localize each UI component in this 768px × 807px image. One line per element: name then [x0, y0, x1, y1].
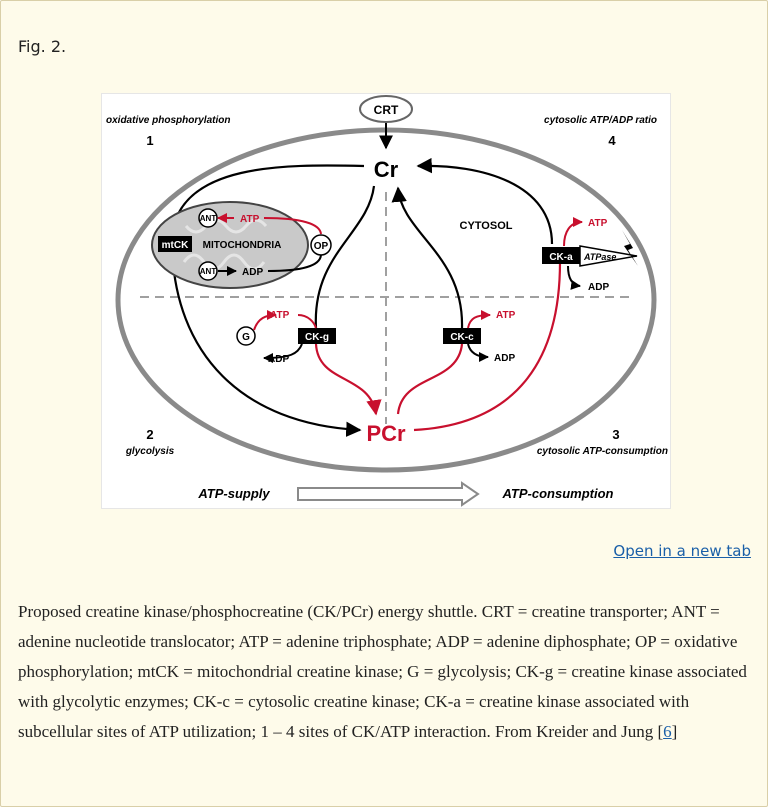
- cr-to-mito-path: [170, 164, 365, 235]
- atp-c-arrow: [467, 310, 491, 329]
- mtck-label: mtCK: [162, 240, 189, 251]
- adp-to-op-path: [267, 254, 322, 272]
- figure-image: CRT Cr PCr mtC: [101, 93, 671, 509]
- op-label: OP: [314, 241, 329, 252]
- op-to-atp-path: [263, 217, 322, 235]
- ckg-box: [298, 328, 336, 344]
- atp-a-arrow: [563, 217, 583, 247]
- g-label: G: [242, 332, 250, 343]
- mitochondria-label: MITOCHONDRIA: [203, 240, 282, 251]
- quadrant-3-number: 3: [612, 427, 619, 442]
- cr-to-ckg-path: [314, 185, 376, 329]
- adp-a-arrow: [567, 265, 581, 290]
- atp-c-label: ATP: [496, 310, 516, 321]
- quadrant-2-number: 2: [146, 427, 153, 442]
- atp-g-path: [297, 314, 317, 329]
- atp-supply-label: ATP-supply: [197, 486, 270, 501]
- g-node: [236, 326, 256, 346]
- ant-bottom-label: ANT: [200, 267, 217, 276]
- open-in-new-tab-link[interactable]: Open in a new tab: [613, 542, 751, 560]
- ckc-to-cr-arrow: [391, 186, 464, 329]
- atp-consumption-label: ATP-consumption: [502, 486, 614, 501]
- pcr-to-ckc-path: [396, 343, 464, 415]
- quadrant-4-label: cytosolic ATP/ADP ratio: [544, 115, 657, 126]
- crt-node: [359, 95, 413, 123]
- cr-label: Cr: [374, 157, 399, 182]
- ckg-to-pcr-arrow: [314, 343, 382, 416]
- quadrant-1-label: oxidative phosphorylation: [106, 115, 230, 126]
- figure-label: Fig. 2.: [18, 37, 67, 56]
- ant-top-label: ANT: [200, 214, 217, 223]
- ckc-box: [443, 328, 481, 344]
- cka-box: [542, 247, 580, 264]
- adp-mito-label: ADP: [242, 267, 263, 278]
- mitochondria: [151, 201, 309, 289]
- mtck-box: [158, 236, 192, 252]
- quadrant-3-label: cytosolic ATP-consumption: [537, 446, 668, 457]
- cka-to-cr-arrow: [416, 157, 554, 245]
- supply-to-consumption-arrow: [297, 481, 480, 507]
- g-to-atp-arrow: [253, 310, 277, 331]
- atp-g-label: ATP: [270, 310, 290, 321]
- reference-link[interactable]: 6: [663, 722, 672, 741]
- adp-c-arrow: [467, 343, 489, 362]
- ckc-label: CK-c: [450, 332, 474, 343]
- quadrant-2-label: glycolysis: [125, 446, 175, 457]
- atp-mito-label: ATP: [240, 214, 260, 225]
- mtck-to-pcr-arrow: [170, 243, 362, 437]
- adp-g-label: ADP: [268, 354, 289, 365]
- adp-c-label: ADP: [494, 353, 515, 364]
- caption-tail: ]: [671, 722, 678, 741]
- cka-label: CK-a: [549, 252, 573, 263]
- atpase-label: ATPase: [583, 252, 616, 262]
- atpase-triangle: [579, 245, 638, 267]
- cristae: [182, 218, 268, 271]
- caption-text: Proposed creatine kinase/phosphocreatine…: [18, 602, 747, 741]
- pcr-to-cka-path: [413, 261, 562, 432]
- adp-g-arrow: [263, 343, 303, 363]
- adp-a-label: ADP: [588, 282, 609, 293]
- ant-bottom-node: [198, 261, 218, 281]
- ckg-label: CK-g: [305, 332, 329, 343]
- crt-label: CRT: [374, 103, 399, 117]
- diagram-svg: CRT Cr PCr mtC: [106, 95, 668, 507]
- quadrant-4-number: 4: [608, 133, 616, 148]
- quadrant-1-number: 1: [146, 133, 153, 148]
- pcr-label: PCr: [366, 421, 406, 446]
- cytosol-label: CYTOSOL: [460, 220, 513, 232]
- lightning-icon: [622, 230, 638, 266]
- figure-caption: Proposed creatine kinase/phosphocreatine…: [18, 597, 758, 747]
- atp-a-label: ATP: [588, 218, 608, 229]
